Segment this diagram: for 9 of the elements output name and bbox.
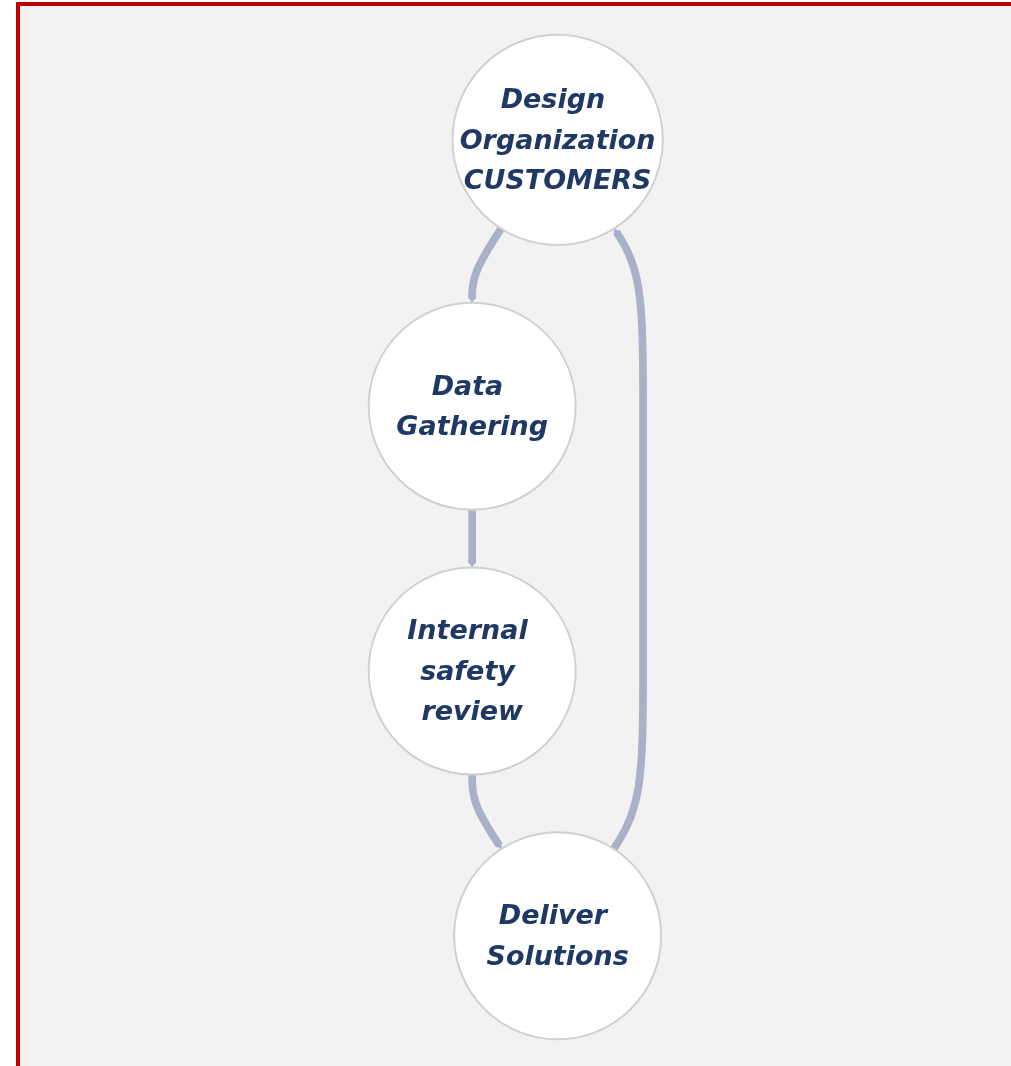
arrow (610, 228, 648, 851)
node-circle (451, 33, 664, 246)
node-circle (367, 301, 577, 511)
arrow (468, 509, 477, 568)
node-circle (367, 566, 577, 776)
arrow (468, 226, 505, 304)
node-circle (453, 831, 663, 1041)
panel-background: Design Organization CUSTOMERS Data Gathering Internal safety review Deliver Solutions (16, 2, 1011, 1066)
arrow (468, 774, 503, 850)
